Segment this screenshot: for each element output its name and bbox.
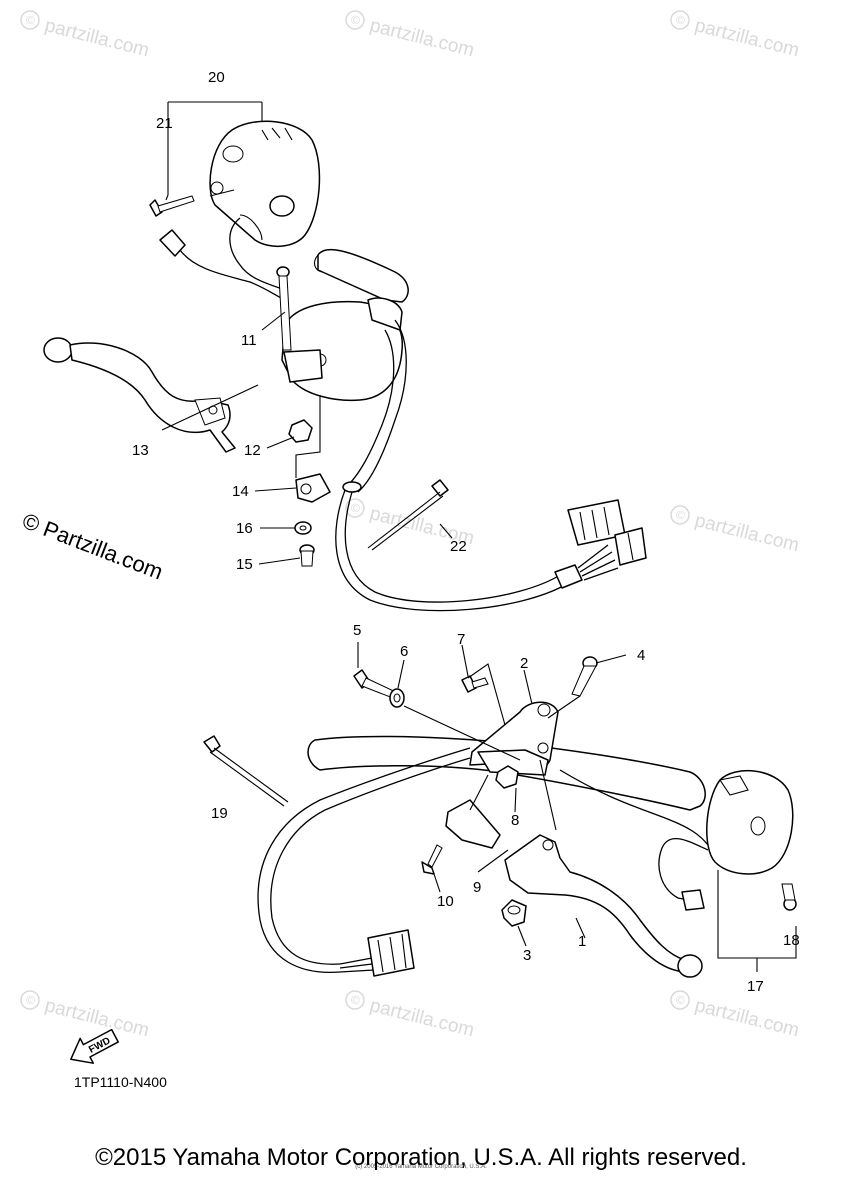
diagram-code: 1TP1110-N400: [74, 1074, 167, 1090]
part-labels: 20 21 11 13 12 14 16 15 22 5 6 7 2 4 19 …: [132, 69, 800, 995]
clutch-switch-screw[interactable]: [421, 844, 443, 875]
part-label-9: 9: [473, 879, 481, 896]
part-label-11: 11: [241, 332, 257, 349]
part-label-2: 2: [520, 655, 528, 672]
lever-pivot-bolt[interactable]: [571, 656, 598, 697]
watermark-text: partzilla.com: [693, 15, 802, 61]
part-label-8: 8: [511, 812, 519, 829]
footer-small-note: (c) 2005-2016 Yamaha Motor Corporation, …: [355, 1164, 487, 1170]
lower-cable-tie[interactable]: [203, 735, 289, 807]
part-label-3: 3: [523, 947, 531, 964]
right-switch-wire: [658, 837, 709, 911]
part-label-16: 16: [236, 520, 253, 537]
holder-bolt-small[interactable]: [461, 675, 489, 693]
watermark-text: partzilla.com: [43, 15, 152, 61]
master-cylinder-bolt[interactable]: [276, 266, 292, 351]
lever-holder[interactable]: [469, 701, 559, 776]
upper-wire-harness: [335, 489, 647, 612]
part-label-22: 22: [450, 538, 467, 555]
front-brake-lever[interactable]: [43, 337, 236, 453]
part-label-1: 1: [578, 933, 586, 950]
part-label-18: 18: [783, 932, 800, 949]
svg-text:©: ©: [349, 12, 361, 28]
left-switch-housing[interactable]: [209, 120, 321, 247]
part-label-4: 4: [637, 647, 645, 664]
svg-text:©: ©: [674, 12, 686, 28]
lower-leader-lines: [357, 642, 797, 972]
holder-washer[interactable]: [389, 688, 405, 708]
clutch-switch[interactable]: [445, 799, 501, 849]
upper-leader-lines: [161, 101, 453, 565]
watermark-text: partzilla.com: [368, 15, 477, 61]
lever-nut[interactable]: [288, 419, 313, 443]
fwd-arrow: FWD: [70, 1028, 119, 1064]
part-label-17: 17: [747, 978, 764, 995]
watermark-text: partzilla.com: [693, 510, 802, 556]
part-label-13: 13: [132, 442, 149, 459]
part-label-5: 5: [353, 622, 361, 639]
upper-cable-tie[interactable]: [367, 479, 449, 551]
svg-text:©: ©: [349, 500, 361, 516]
part-label-10: 10: [437, 893, 454, 910]
brake-light-switch[interactable]: [295, 473, 331, 503]
right-switch-screw[interactable]: [781, 883, 797, 911]
svg-text:©: ©: [674, 992, 686, 1008]
part-label-6: 6: [400, 643, 408, 660]
watermark-text: partzilla.com: [368, 995, 477, 1041]
part-label-21: 21: [156, 115, 173, 132]
switch-screw[interactable]: [149, 195, 195, 217]
pivot-nut[interactable]: [495, 765, 519, 789]
part-label-12: 12: [244, 442, 261, 459]
switch-washer[interactable]: [294, 521, 312, 535]
clutch-lever[interactable]: [504, 834, 703, 978]
part-label-7: 7: [457, 631, 465, 648]
svg-text:©: ©: [24, 12, 36, 28]
watermark-text: partzilla.com: [693, 995, 802, 1041]
switch-wire: [159, 217, 286, 301]
master-cylinder[interactable]: [281, 297, 403, 402]
svg-text:©: ©: [349, 992, 361, 1008]
part-label-14: 14: [232, 483, 249, 500]
part-label-19: 19: [211, 805, 228, 822]
fwd-label: FWD: [87, 1035, 112, 1055]
part-label-20: 20: [208, 69, 225, 86]
brake-hose: [342, 319, 407, 493]
right-switch-housing[interactable]: [706, 769, 794, 875]
copyright-notice: ©2015 Yamaha Motor Corporation, U.S.A. A…: [95, 1144, 747, 1171]
svg-text:©: ©: [674, 507, 686, 523]
lower-wire-harness: [257, 747, 709, 977]
upper-handlebar: [313, 248, 409, 303]
switch-screw-small[interactable]: [299, 544, 315, 567]
svg-text:©: ©: [24, 992, 36, 1008]
watermark-group: © partzilla.com © partzilla.com © partzi…: [20, 10, 802, 1041]
watermark-text: partzilla.com: [43, 995, 152, 1041]
part-label-15: 15: [236, 556, 253, 573]
lever-collar[interactable]: [501, 899, 527, 927]
